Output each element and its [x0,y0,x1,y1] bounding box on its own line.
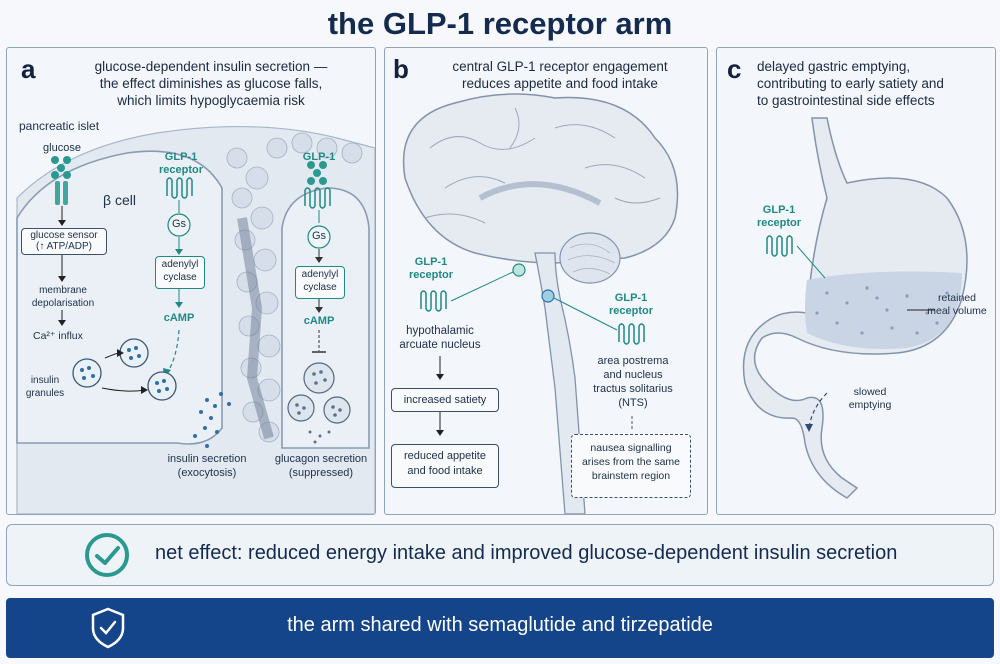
adenylyl-cyclase-box-2: adenylyl cyclase [295,266,345,299]
caption-line: glucose-dependent insulin secretion — [94,59,328,74]
caption-line: delayed gastric emptying, [757,59,911,74]
panel-c: c delayed gastric emptying, contributing… [716,47,996,515]
label-line: insulin [30,375,60,386]
camp-label: cAMP [163,312,195,324]
label-line: (↑ ATP/ADP) [36,241,92,252]
label-line: adenylyl [301,269,339,280]
label-line: granules [25,388,65,399]
label-line: area postrema [597,355,669,367]
label-line: (suppressed) [288,467,354,479]
membrane-depolarisation-label: membrane depolarisation [21,284,105,310]
label-line: cyclase [303,282,337,293]
insulin-granules-label: insulin granules [23,374,67,400]
label-line: glucose sensor [30,230,98,241]
label-line: insulin secretion [167,453,247,465]
panel-a: a glucose-dependent insulin secretion — … [6,47,376,515]
label-line: arcuate nucleus [399,339,481,351]
label-line: cyclase [163,272,197,283]
label-line: and nucleus [603,369,663,381]
check-circle-icon [85,533,129,577]
panel-c-caption: delayed gastric emptying, contributing t… [757,58,989,109]
panel-b: b central GLP-1 receptor engagement redu… [384,47,708,515]
hypothalamic-label: hypothalamic arcuate nucleus [385,324,495,352]
panel-label-a: a [21,54,36,84]
caption-line: reduces appetite and food intake [462,76,658,91]
nausea-box: nausea signalling arises from the same b… [571,434,691,498]
retained-meal-label: retained meal volume [921,292,993,318]
label-line: depolarisation [31,298,95,309]
shield-check-icon [91,607,125,649]
beta-cell-label: β cell [103,192,136,208]
camp-label-2: cAMP [303,315,335,327]
label-line: brainstem region [591,470,671,482]
caption-line: contributing to early satiety and [757,76,944,91]
shared-arm-banner: the arm shared with semaglutide and tirz… [6,598,994,658]
label-line: (NTS) [618,397,648,409]
glp1-receptor-label-a: GLP-1 receptor [151,151,211,177]
slowed-emptying-label: slowed emptying [835,386,905,412]
gs-label: Gs [171,218,187,230]
label-line: nausea signalling [590,442,672,454]
label-line: GLP-1 [164,151,198,163]
insulin-secretion-label: insulin secretion (exocytosis) [157,452,257,480]
label-line: arises from the same [581,456,681,468]
label-line: receptor [408,269,454,281]
label-line: GLP-1 [614,292,648,304]
label-line: meal volume [927,305,987,317]
caption-line: to gastrointestinal side effects [757,93,935,108]
label-line: hypothalamic [406,325,474,337]
panel-label-b: b [393,54,409,84]
area-postrema-label: area postrema and nucleus tractus solita… [581,354,685,410]
reduced-appetite-box: reduced appetite and food intake [391,444,499,488]
panel-a-caption: glucose-dependent insulin secretion — th… [61,58,361,109]
label-line: reduced appetite [404,450,486,462]
caption-line: the effect diminishes as glucose falls, [99,76,323,91]
glp1-receptor-label-b-left: GLP-1 receptor [401,256,461,282]
increased-satiety-box: increased satiety [391,388,499,412]
label-line: and food intake [407,465,483,477]
islet-label: pancreatic islet [19,119,100,133]
label-line: (exocytosis) [177,467,237,479]
label-line: GLP-1 [762,204,796,216]
label-line: slowed [853,386,887,398]
glp1-label-a: GLP-1 [302,151,336,163]
glucose-label: glucose [43,142,81,154]
glp1-receptor-label-c: GLP-1 receptor [749,204,809,230]
glucagon-secretion-label: glucagon secretion (suppressed) [269,452,373,480]
label-line: emptying [848,399,892,411]
label-line: receptor [158,164,204,176]
label-line: receptor [608,305,654,317]
panel-b-caption: central GLP-1 receptor engagement reduce… [425,58,695,92]
label-line: receptor [756,217,802,229]
gs-label-2: Gs [311,230,327,242]
caption-line: central GLP-1 receptor engagement [452,59,668,74]
net-effect-banner: net effect: reduced energy intake and im… [6,524,994,586]
net-effect-text: net effect: reduced energy intake and im… [155,542,898,564]
label-line: adenylyl [161,259,199,270]
caption-line: which limits hypoglycaemia risk [117,93,305,108]
adenylyl-cyclase-box: adenylyl cyclase [155,256,205,289]
ca-influx-label: Ca²⁺ influx [33,330,83,342]
islet-illustration [16,125,375,514]
label-line: retained [938,292,976,304]
label-line: membrane [39,285,87,296]
glp1-receptor-label-b-right: GLP-1 receptor [601,292,661,318]
label-line: tractus solitarius [593,383,673,395]
panel-label-c: c [727,54,742,84]
stomach-illustration [742,117,968,499]
label-line: glucagon secretion [274,453,368,465]
shared-arm-text: the arm shared with semaglutide and tirz… [287,614,713,636]
glucose-sensor-box: glucose sensor (↑ ATP/ADP) [21,228,107,255]
page-title: the GLP-1 receptor arm [327,6,673,41]
label-line: GLP-1 [414,256,448,268]
